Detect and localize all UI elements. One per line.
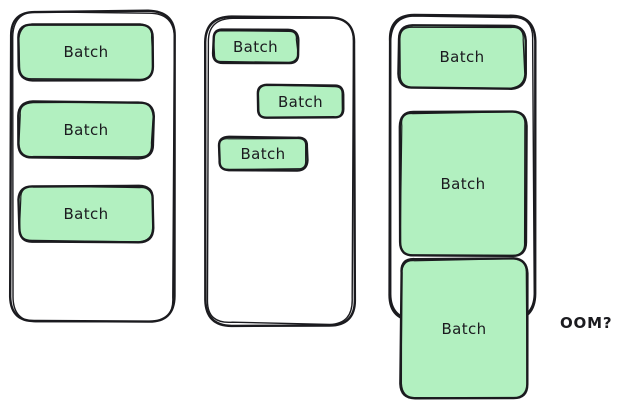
container-outline-inner-0 — [12, 11, 176, 323]
batch-box-0-2[interactable] — [17, 184, 155, 244]
batch-box-0-1-outline — [18, 101, 154, 158]
batch-box-0-0-outline — [18, 23, 154, 80]
container-outline-inner-1 — [206, 17, 355, 326]
batch-box-1-1[interactable] — [256, 83, 345, 119]
batch-box-2-0-outline — [399, 26, 526, 89]
batch-box-1-2[interactable] — [217, 135, 309, 172]
batch-box-2-0[interactable] — [397, 24, 527, 90]
batch-box-0-1[interactable] — [17, 100, 155, 160]
batch-box-1-0[interactable] — [211, 28, 300, 65]
batch-box-2-1-outline — [399, 111, 526, 257]
batch-box-1-0-outline — [212, 30, 299, 63]
batch-box-0-0[interactable] — [17, 23, 155, 82]
batch-box-1-2-outline — [218, 137, 307, 170]
batch-box-1-1-outline — [257, 84, 343, 119]
batch-box-2-2[interactable] — [399, 257, 529, 400]
batch-box-2-2-outline — [400, 258, 528, 399]
batch-box-2-1[interactable] — [398, 110, 528, 258]
batch-box-0-2-outline — [18, 185, 154, 243]
